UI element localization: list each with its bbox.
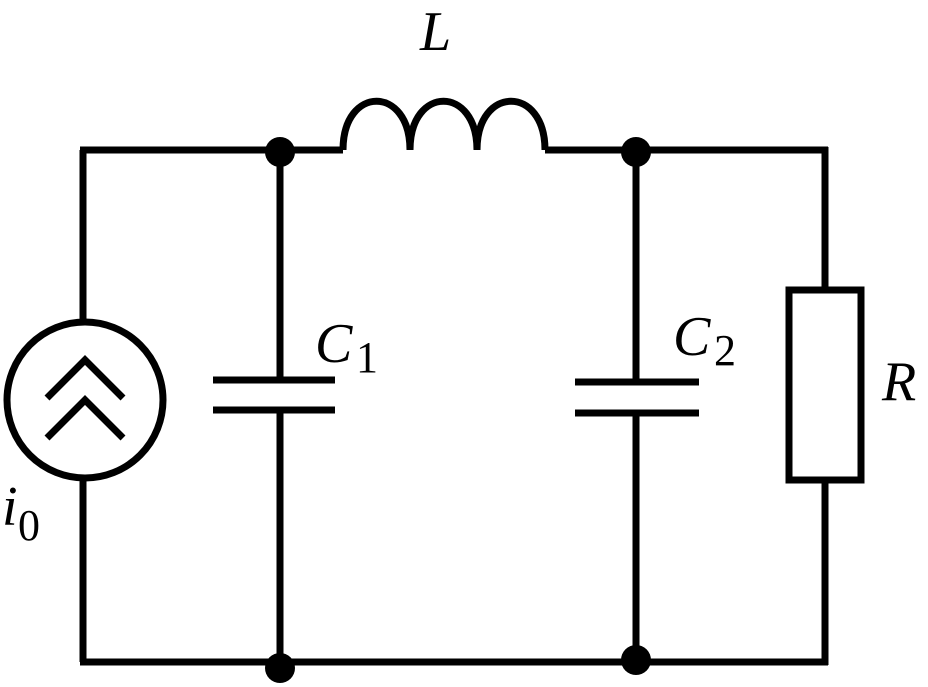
current-source-arrow-lower [44, 395, 126, 441]
wires [79, 146, 829, 666]
junctions [265, 137, 651, 683]
label-c2-symbol: C [673, 306, 711, 368]
label-c2-subscript: 2 [714, 326, 736, 375]
capacitor-c1 [213, 376, 335, 414]
junction-bottom-left [265, 653, 295, 683]
current-source [3, 318, 167, 482]
label-inductor: L [419, 1, 451, 63]
label-c1-subscript: 1 [356, 333, 378, 382]
current-source-circle [3, 318, 167, 482]
junction-top-left [265, 137, 295, 167]
label-resistor: R [881, 351, 916, 413]
junction-bottom-right [621, 645, 651, 675]
label-capacitor-c2: C 2 [673, 306, 736, 375]
label-source-symbol: i [2, 476, 18, 538]
label-c1-symbol: C [315, 313, 353, 375]
junction-top-right [621, 137, 651, 167]
capacitor-c2 [575, 378, 699, 417]
current-source-arrow-upper [44, 355, 126, 401]
resistor-body [785, 286, 865, 484]
inductor-coil [339, 97, 549, 151]
label-capacitor-c1: C 1 [315, 313, 378, 382]
label-source: i 0 [2, 476, 40, 550]
label-source-subscript: 0 [18, 501, 40, 550]
